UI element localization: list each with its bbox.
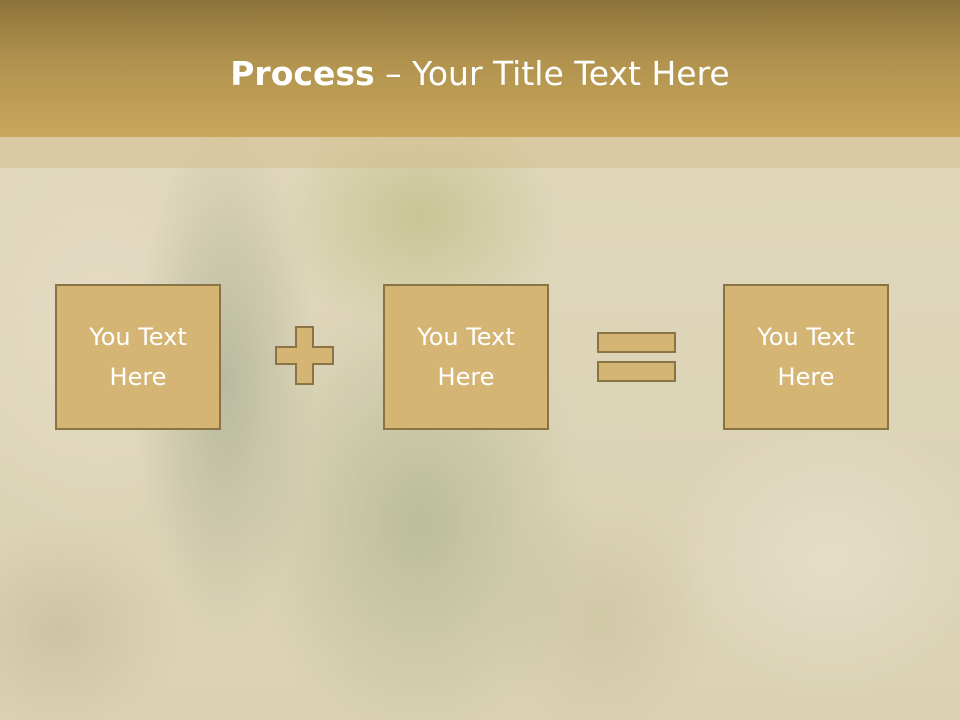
process-box-label: You Text Here <box>417 323 515 391</box>
process-box-2: You Text Here <box>383 284 549 430</box>
slide-title: Process – Your Title Text Here <box>0 52 960 96</box>
process-box-label: You Text Here <box>89 323 187 391</box>
header-band <box>0 137 960 168</box>
process-box-1: You Text Here <box>55 284 221 430</box>
title-bold: Process <box>230 54 375 93</box>
title-separator: – <box>374 54 413 93</box>
process-box-label: You Text Here <box>757 323 855 391</box>
equals-icon <box>596 331 677 383</box>
plus-icon <box>274 325 335 386</box>
process-box-3: You Text Here <box>723 284 889 430</box>
header-bar: Process – Your Title Text Here <box>0 0 960 137</box>
title-rest: Your Title Text Here <box>412 54 730 93</box>
